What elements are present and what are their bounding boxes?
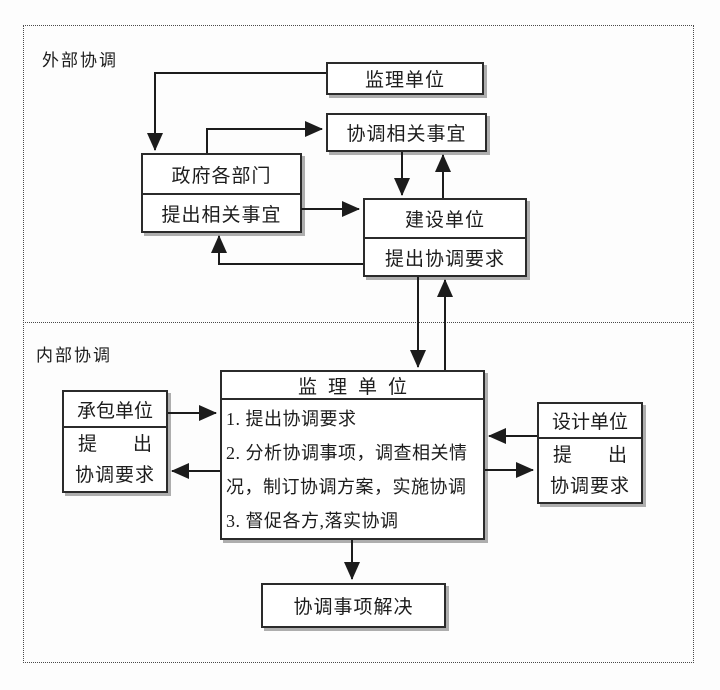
design-unit-title: 设计单位: [539, 404, 641, 439]
construction-unit-title: 建设单位: [404, 210, 485, 231]
government-departments-subtitle: 提出相关事宜: [143, 193, 300, 231]
construction-unit-box: 建设单位 提出协调要求: [363, 198, 527, 277]
internal-supervision-task-list: 1. 提出协调要求 2. 分析协调事项，调查相关情况，制订协调方案，实施协调 3…: [222, 400, 483, 538]
section-divider-line: [23, 322, 694, 323]
design-request-line2: 协调要求: [549, 476, 630, 497]
construction-unit-subtitle: 提出协调要求: [365, 237, 525, 275]
contractor-unit-box: 承包单位 提出 协调要求: [62, 390, 168, 493]
supervision-task-1: 1. 提出协调要求: [226, 409, 357, 429]
coordination-matters-box: 协调相关事宜: [326, 113, 487, 152]
contractor-unit-title: 承包单位: [64, 392, 166, 428]
matters-resolved-box: 协调事项解决: [261, 583, 446, 628]
contractor-request-line1: 提出: [78, 434, 152, 455]
government-departments-title: 政府各部门: [171, 165, 272, 187]
outer-dotted-frame: [23, 25, 694, 663]
contractor-request-line2: 协调要求: [74, 465, 155, 486]
external-section-label: 外部协调: [42, 51, 118, 70]
design-request-line1: 提出: [553, 445, 627, 466]
external-supervision-unit-box: 监理单位: [326, 62, 484, 95]
government-departments-box: 政府各部门 提出相关事宜: [141, 153, 302, 233]
supervision-task-2: 2. 分析协调事项，调查相关情况，制订协调方案，实施协调: [226, 443, 468, 497]
contractor-request-text: 提出 协调要求: [64, 428, 166, 491]
supervision-task-3: 3. 督促各方,落实协调: [226, 511, 399, 531]
matters-resolved-label: 协调事项解决: [293, 597, 414, 618]
design-request-text: 提出 协调要求: [539, 439, 641, 502]
design-unit-box: 设计单位 提出 协调要求: [537, 402, 643, 504]
internal-section-label: 内部协调: [36, 346, 112, 365]
internal-supervision-unit-box: 监理单位 1. 提出协调要求 2. 分析协调事项，调查相关情况，制订协调方案，实…: [220, 370, 485, 540]
coordination-matters-label: 协调相关事宜: [346, 124, 467, 145]
internal-supervision-unit-title: 监理单位: [222, 372, 483, 400]
external-supervision-unit-label: 监理单位: [364, 70, 445, 91]
